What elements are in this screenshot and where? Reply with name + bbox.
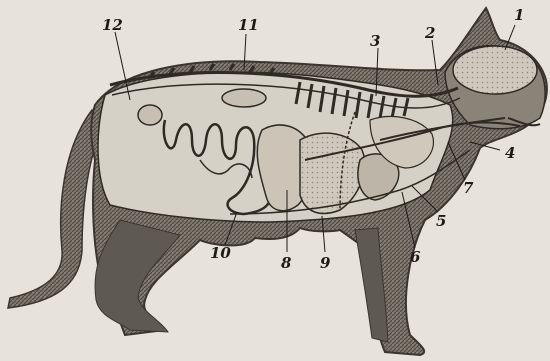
callout-6: 6	[410, 248, 421, 266]
callout-4: 4	[505, 144, 515, 162]
callout-10: 10	[210, 244, 231, 262]
callout-11: 11	[238, 16, 259, 34]
callout-2: 2	[424, 24, 435, 42]
callout-3: 3	[370, 32, 380, 50]
callout-5: 5	[436, 212, 446, 230]
bladder	[138, 105, 162, 125]
callout-9: 9	[320, 254, 331, 272]
callout-12: 12	[102, 16, 123, 34]
brain	[453, 46, 537, 94]
callout-1: 1	[514, 6, 524, 24]
callout-7: 7	[463, 179, 474, 197]
kidney	[222, 89, 266, 107]
callout-8: 8	[281, 254, 292, 272]
